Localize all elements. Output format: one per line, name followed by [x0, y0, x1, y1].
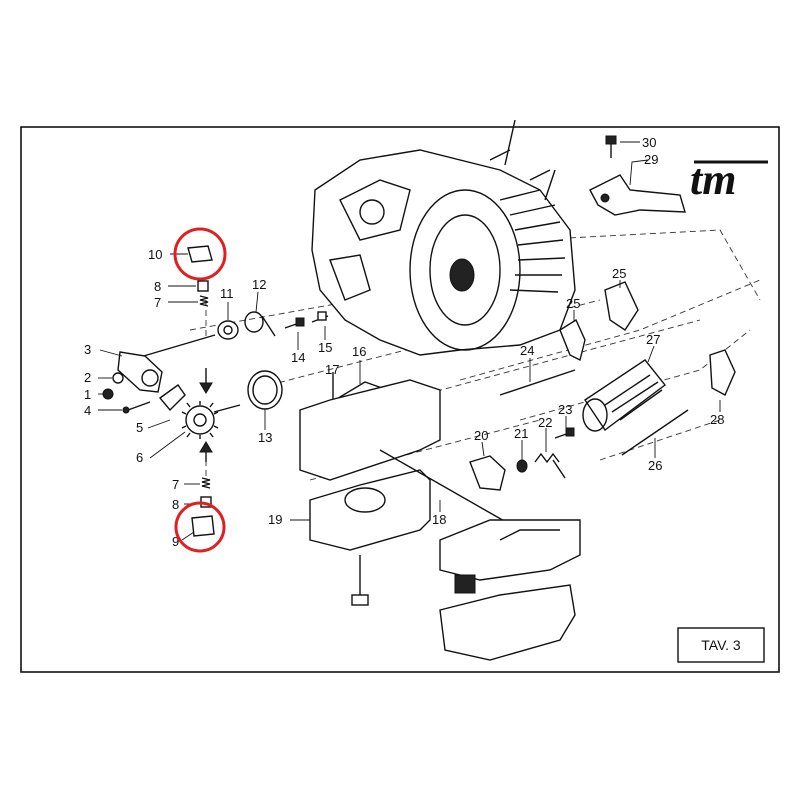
callout-12: 12	[252, 277, 266, 292]
part-8-top	[168, 280, 209, 292]
part-11-bushing	[217, 302, 239, 340]
callout-11: 11	[220, 286, 234, 301]
bracket-29	[589, 159, 686, 216]
crankcase-housing	[311, 119, 576, 356]
callout-26: 26	[648, 458, 662, 473]
page-border	[20, 126, 780, 673]
part-2-washer	[98, 372, 124, 384]
callout-29: 29	[644, 152, 658, 167]
part-28-fork	[709, 349, 736, 412]
callout-16: 16	[352, 344, 366, 359]
part-20-clip	[469, 441, 506, 491]
callout-6: 6	[136, 450, 143, 465]
part-3-shift-shaft	[99, 334, 216, 393]
callout-9: 9	[172, 534, 179, 549]
callout-25-a: 25	[566, 296, 580, 311]
plate-number-box: TAV. 3	[677, 627, 765, 663]
callout-18: 18	[432, 512, 446, 527]
callout-14: 14	[291, 350, 305, 365]
highlight-circle-part-9	[174, 501, 226, 553]
part-25-fork-b	[604, 280, 639, 331]
long-bolt	[351, 555, 369, 606]
part-9-plate	[181, 515, 215, 541]
callout-13: 13	[258, 430, 272, 445]
part-21-roller	[516, 440, 528, 473]
highlight-circle-part-10	[173, 227, 227, 281]
callout-5: 5	[136, 420, 143, 435]
brand-logo: tm	[690, 155, 768, 204]
part-27-drum	[582, 345, 666, 432]
part-1-screw	[98, 388, 114, 400]
callout-3: 3	[84, 342, 91, 357]
brand-logo-text: tm	[690, 155, 736, 204]
part-4-bolt	[98, 401, 151, 414]
press-tool-base	[439, 519, 581, 661]
callout-21: 21	[514, 426, 528, 441]
part-22-spring	[534, 428, 566, 479]
screw-30	[605, 135, 640, 158]
part-6-selector-drum	[149, 401, 241, 459]
part-7-spring-top	[168, 295, 209, 307]
part-24-shaft	[499, 358, 576, 396]
callout-4: 4	[84, 403, 91, 418]
arrow-down-icon	[199, 368, 213, 394]
callout-22: 22	[538, 415, 552, 430]
part-7-spring-bottom	[184, 477, 211, 489]
part-19-jig-block	[290, 379, 441, 551]
callout-19: 19	[268, 512, 282, 527]
callout-8-top: 8	[154, 279, 161, 294]
callout-labels: 1 2 3 4 5 6 7 7 8 8 9 10 11 12 13 14 15 …	[84, 135, 724, 549]
part-26-shaft	[621, 409, 689, 458]
part-23-bolt	[554, 416, 575, 439]
part-14-bolt	[284, 317, 305, 350]
part-10-plate	[170, 245, 213, 263]
part-12-spring	[244, 291, 276, 337]
callout-15: 15	[318, 340, 332, 355]
callout-2: 2	[84, 370, 91, 385]
plate-number-label: TAV. 3	[701, 637, 741, 653]
callout-24: 24	[520, 343, 534, 358]
callout-27: 27	[646, 332, 660, 347]
callout-17: 17	[325, 362, 339, 377]
callout-10: 10	[148, 247, 162, 262]
callout-20: 20	[474, 428, 488, 443]
callout-8-bottom: 8	[172, 497, 179, 512]
arrow-up-icon	[199, 441, 213, 462]
callout-30: 30	[642, 135, 656, 150]
part-5-lever	[147, 384, 186, 429]
part-18-rod	[379, 449, 521, 531]
callout-25-b: 25	[612, 266, 626, 281]
part-15-bolt	[311, 311, 329, 340]
part-13-bearing	[247, 370, 283, 430]
callout-7-top: 7	[154, 295, 161, 310]
part-25-fork-a	[559, 310, 586, 362]
callout-1: 1	[84, 387, 91, 402]
callout-23: 23	[558, 402, 572, 417]
callout-7-bottom: 7	[172, 477, 179, 492]
callout-28: 28	[710, 412, 724, 427]
